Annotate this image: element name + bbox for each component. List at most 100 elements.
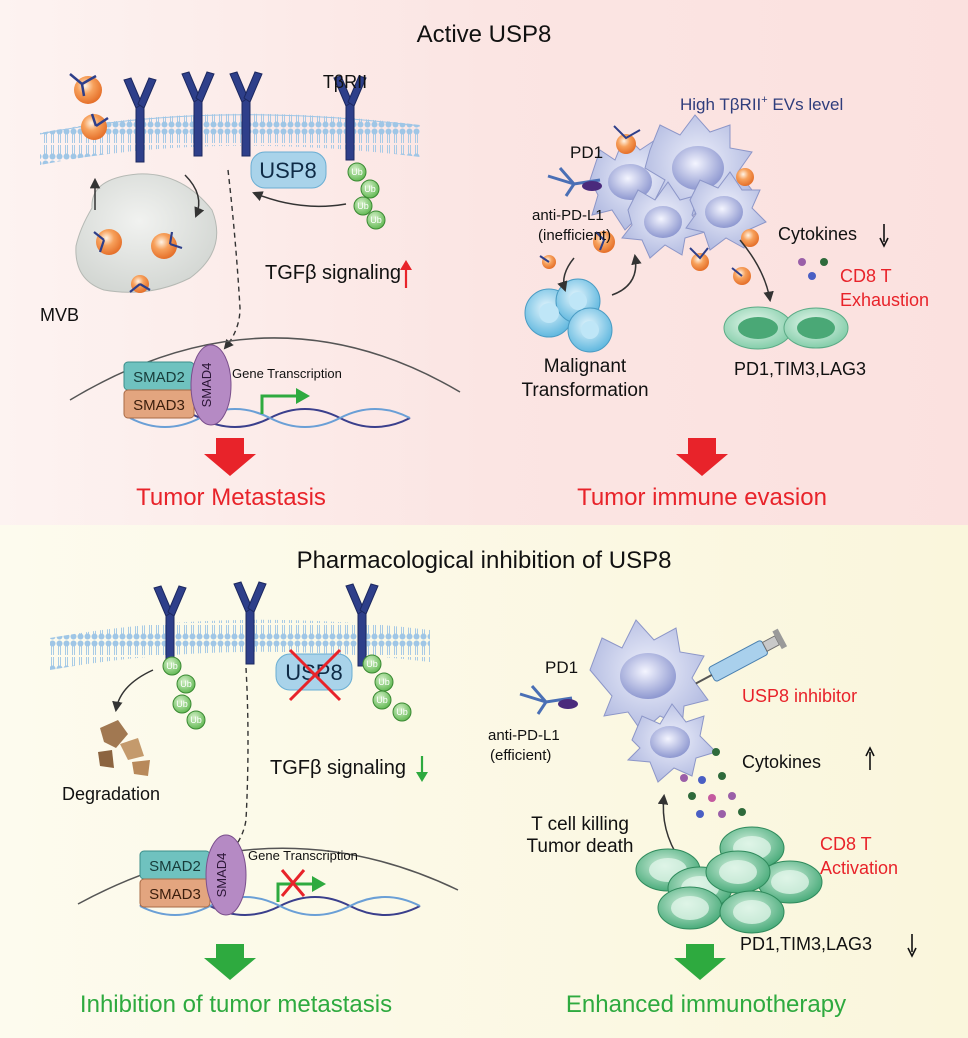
usp8-inhibitor-label: USP8 inhibitor (742, 686, 857, 706)
down-arrowhead-icon (416, 772, 428, 782)
tcell-killing-line1: T cell killing (531, 814, 629, 835)
degradation-arrow (112, 669, 154, 713)
cell-membrane-top (40, 113, 420, 165)
down-arrowhead-icon (879, 237, 889, 248)
ub-label: Ub (376, 695, 388, 705)
down-arrowhead-icon (907, 947, 917, 958)
receptor-icon (153, 581, 379, 669)
deubiquitination-arrow (252, 191, 347, 208)
cytokines-label: Cytokines (778, 224, 857, 244)
markers-label: PD1,TIM3,LAG3 (740, 934, 872, 954)
up-arrowhead-icon (400, 260, 412, 270)
top-outcome-left: Tumor Metastasis (136, 484, 326, 511)
smad4-ellipse (190, 344, 232, 426)
cytokines-label: Cytokines (742, 752, 821, 772)
transcription-arrowhead-icon (296, 388, 310, 404)
ub-label: Ub (396, 707, 408, 717)
mvb-body (75, 173, 218, 293)
cd8-exhaustion-line2: Exhaustion (840, 290, 929, 310)
antibody-icon (519, 685, 573, 715)
malignant-arrow-out (611, 253, 642, 296)
ub-label: Ub (176, 699, 188, 709)
receptor-small-icon (539, 125, 743, 277)
top-panel-title: Active USP8 (417, 21, 552, 48)
malignant-arrow-in (557, 257, 575, 292)
smad4-label: SMAD4 (214, 853, 229, 898)
down-block-arrow-icon (204, 438, 256, 476)
bottom-panel-background (0, 525, 968, 1038)
cd8-exhaustion-line1: CD8 T (840, 266, 892, 286)
anti-pdl1-note: (inefficient) (538, 227, 611, 244)
ub-label: Ub (351, 167, 363, 177)
transcription-arrowhead-icon (312, 876, 326, 892)
ub-label: Ub (166, 661, 178, 671)
ub-label: Ub (190, 715, 202, 725)
tgfb-signaling-label: TGFβ signaling (270, 757, 406, 779)
cd8-activation-line2: Activation (820, 858, 898, 878)
receptor-label: TβRII (323, 72, 367, 92)
tumor-cell (621, 181, 706, 259)
ub-label: Ub (370, 215, 382, 225)
pd1-label: PD1 (545, 658, 578, 677)
extracellular-vesicle (96, 229, 177, 293)
anti-pdl1-note: (efficient) (490, 747, 551, 764)
tumor-cell (589, 619, 709, 733)
smad2-label: SMAD2 (133, 369, 185, 386)
pd1-receptor-icon (558, 699, 578, 709)
pd1-label: PD1 (570, 143, 603, 162)
top-outcome-right: Tumor immune evasion (577, 484, 827, 511)
cytokine-dots (680, 748, 746, 818)
ubiquitin-chain: Ub Ub Ub Ub (347, 162, 386, 230)
smad3-label: SMAD3 (133, 397, 185, 414)
down-block-arrow-icon (676, 438, 728, 476)
cd8-activation-line1: CD8 T (820, 834, 872, 854)
cross-icon (288, 648, 342, 702)
degraded-fragments-icon (98, 720, 150, 776)
signaling-dashed-arrow (223, 169, 241, 350)
markers-label: PD1,TIM3,LAG3 (734, 359, 866, 379)
ev-level-label: High TβRII+ EVs level (680, 94, 843, 114)
tcell-killing-line2: Tumor death (526, 836, 633, 857)
gene-transcription-label: Gene Transcription (248, 848, 358, 863)
usp8-enzyme (250, 151, 327, 189)
anti-pdl1-label: anti-PD-L1 (488, 727, 560, 744)
transcription-arrow-icon (260, 394, 298, 414)
bottom-outcome-right: Enhanced immunotherapy (566, 991, 846, 1018)
anti-pdl1-label: anti-PD-L1 (532, 207, 604, 224)
receptor-small-icon (93, 231, 183, 293)
malignant-line1: Malignant (544, 356, 627, 377)
receptor-icon (123, 71, 367, 163)
ub-label: Ub (364, 184, 376, 194)
pd1-receptor-icon (582, 181, 602, 191)
ub-label: Ub (378, 677, 390, 687)
tumor-cell (626, 703, 717, 783)
exhausted-tcell (723, 306, 849, 350)
ubiquitin-chain: Ub Ub Ub Ub Ub Ub Ub Ub (162, 654, 412, 730)
ub-label: Ub (180, 679, 192, 689)
ub-label: Ub (366, 659, 378, 669)
bottom-panel-title: Pharmacological inhibition of USP8 (297, 547, 672, 574)
syringe-icon (695, 628, 788, 685)
transcription-arrow-icon (276, 882, 314, 902)
bottom-outcome-left: Inhibition of tumor metastasis (80, 991, 392, 1018)
smad4-ellipse (205, 834, 247, 916)
nuclear-envelope (77, 847, 459, 905)
exhaustion-arrow (739, 239, 774, 303)
degradation-label: Degradation (62, 784, 160, 804)
cytokine-dots (798, 258, 828, 280)
smad4-label: SMAD4 (199, 363, 214, 408)
smad3-label: SMAD3 (149, 886, 201, 903)
malignant-line2: Transformation (521, 380, 648, 401)
down-block-arrow-icon (674, 944, 726, 980)
signaling-dashed-arrow (224, 667, 249, 860)
smad2-label: SMAD2 (149, 858, 201, 875)
activated-tcell-cluster (635, 826, 823, 934)
cross-icon (280, 869, 306, 897)
mvb-label: MVB (40, 305, 79, 325)
cell-membrane-bottom (50, 619, 430, 670)
gene-transcription-label: Gene Transcription (232, 366, 342, 381)
endocytosis-arrow (184, 174, 205, 218)
tgfb-signaling-label: TGFβ signaling (265, 262, 401, 284)
up-arrowhead-icon (865, 746, 875, 757)
